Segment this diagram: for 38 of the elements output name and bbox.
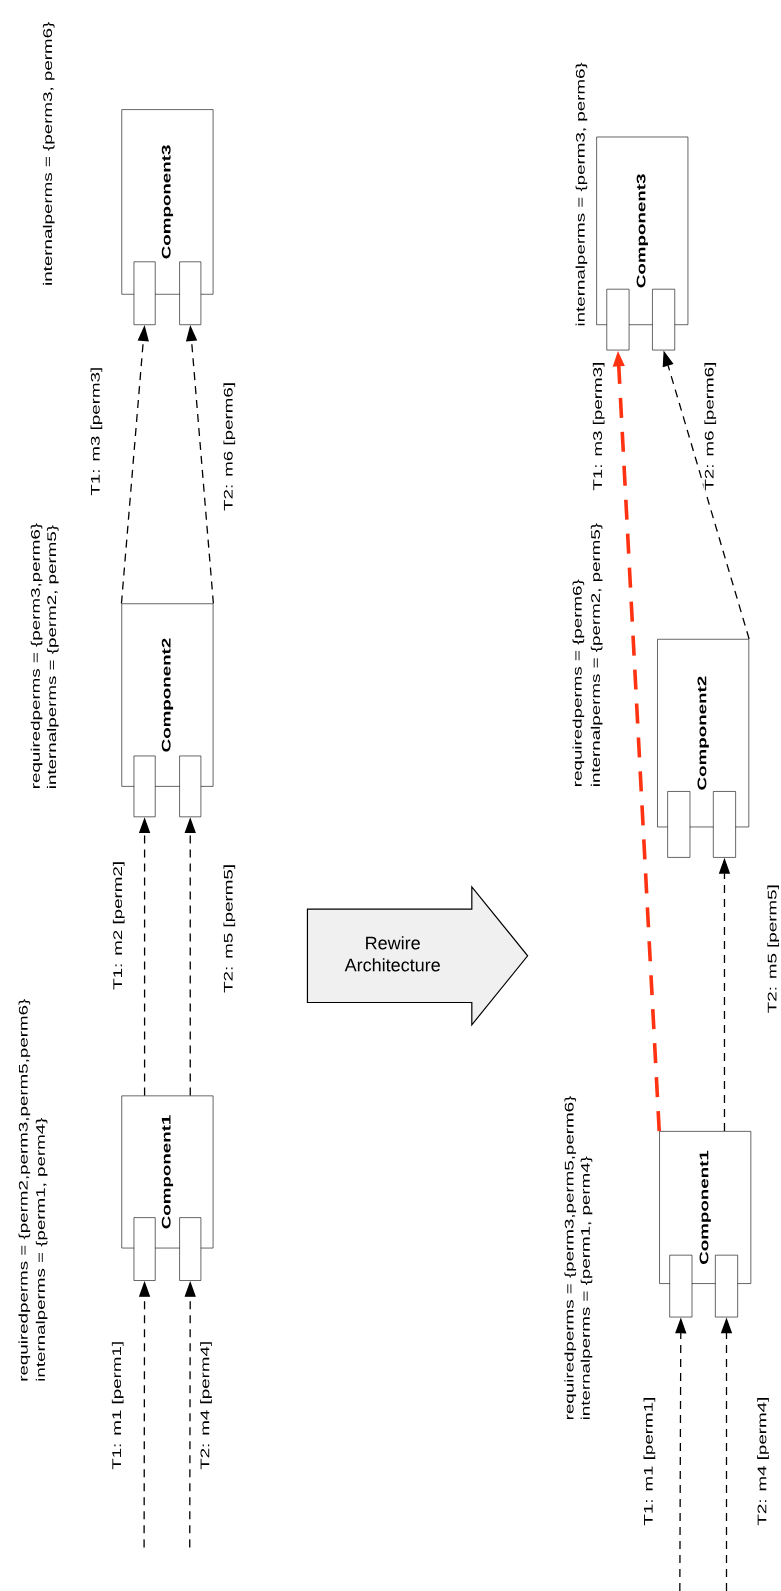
edge-label: T2: m6 [perm6]	[222, 381, 236, 512]
permission-label: requiredperms = {perm6}	[572, 579, 585, 786]
permission-label: internalperms = {perm3, perm6}	[42, 22, 55, 285]
edge-label: T1: m3 [perm3]	[591, 360, 606, 492]
permission-label: requiredperms = {perm3,perm5,perm6}	[564, 1096, 576, 1420]
component-box: Component3	[121, 109, 214, 295]
port-box	[669, 1254, 693, 1318]
component-box: Component3	[596, 136, 689, 325]
port-box	[712, 791, 736, 858]
permission-label: internalperms = {perm3, perm6}	[575, 62, 588, 326]
edge-label: T2: m4 [perm4]	[199, 1339, 213, 1471]
edge-label: T2: m6 [perm6]	[703, 360, 717, 492]
port-box	[606, 288, 630, 351]
component-box: Component2	[657, 638, 749, 828]
component-box: Component2	[121, 603, 214, 787]
permission-label: internalperms = {perm1, perm4}	[35, 1117, 48, 1381]
edge-label: T2: m5 [perm5]	[222, 863, 236, 994]
edge-label: T1: m1 [perm1]	[110, 1339, 125, 1471]
edge-label: T1: m1 [perm1]	[642, 1395, 657, 1527]
permission-label: requiredperms = {perm2,perm3,perm5,perm6}	[18, 999, 31, 1381]
port-box	[652, 288, 675, 351]
edge-label: T1: m2 [perm2]	[111, 859, 126, 991]
permission-label: internalperms = {perm1, perm4}	[580, 1156, 593, 1420]
permission-label: internalperms = {perm2, perm5}	[46, 525, 59, 788]
port-box	[133, 755, 156, 818]
permission-label: requiredperms = {perm3,perm6}	[30, 523, 43, 788]
edge-label: T2: m5 [perm5]	[766, 883, 780, 1015]
edge-label: T1: m3 [perm3]	[89, 365, 104, 497]
port-box	[179, 755, 202, 818]
port-box	[133, 261, 156, 325]
permission-label: internalperms = {perm2, perm5}	[590, 523, 603, 786]
port-box	[667, 791, 691, 858]
edge-label: T2: m4 [perm4]	[756, 1395, 770, 1527]
port-box	[179, 1217, 202, 1281]
port-box	[714, 1254, 738, 1318]
component-box: Component1	[659, 1131, 751, 1284]
port-box	[133, 1217, 156, 1281]
port-box	[179, 261, 202, 325]
